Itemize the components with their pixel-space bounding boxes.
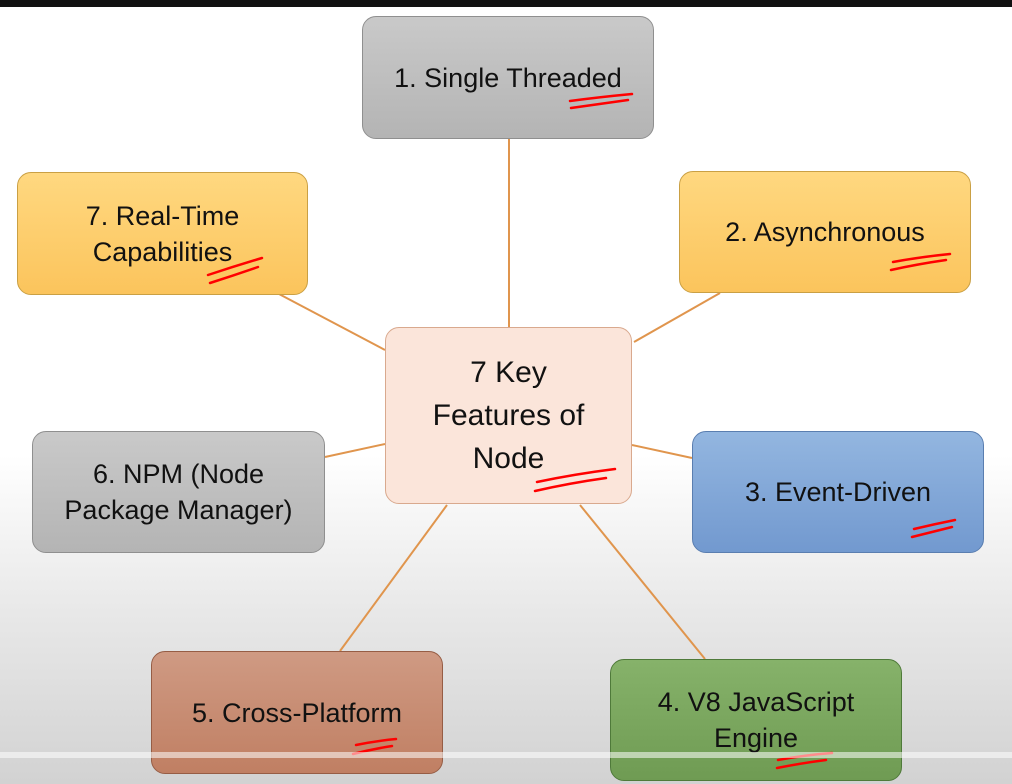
feature-7-label-line-2: Capabilities bbox=[92, 236, 233, 267]
feature-v8-engine: 4. V8 JavaScript Engine bbox=[610, 659, 902, 781]
top-black-bar bbox=[0, 0, 1012, 7]
center-line-1: 7 Key bbox=[470, 356, 547, 389]
feature-5-label: 5. Cross-Platform bbox=[191, 697, 403, 728]
center-node: 7 Key Features of Node bbox=[385, 327, 632, 504]
feature-npm: 6. NPM (Node Package Manager) bbox=[32, 431, 325, 553]
connector-3 bbox=[631, 444, 693, 459]
connector-5 bbox=[339, 504, 448, 652]
connector-7 bbox=[278, 293, 386, 351]
connector-2 bbox=[633, 292, 721, 343]
feature-event-driven: 3. Event-Driven bbox=[692, 431, 984, 553]
feature-6-label-line-2: Package Manager) bbox=[64, 495, 293, 525]
center-line-3: Node bbox=[472, 442, 545, 475]
video-progress-strip bbox=[0, 752, 1012, 758]
connector-4 bbox=[579, 504, 706, 660]
feature-4-label-line-1: 4. V8 JavaScript bbox=[657, 687, 855, 717]
feature-asynchronous: 2. Asynchronous bbox=[679, 171, 971, 293]
feature-1-label: 1. Single Threaded bbox=[394, 62, 622, 93]
feature-4-label-line-2: Engine bbox=[713, 723, 799, 753]
feature-7-label-line-1: 7. Real-Time bbox=[85, 200, 240, 231]
feature-2-label: 2. Asynchronous bbox=[725, 217, 925, 247]
feature-3-label: 3. Event-Driven bbox=[744, 477, 932, 507]
connector-6 bbox=[324, 443, 386, 458]
feature-real-time: 7. Real-Time Capabilities bbox=[17, 172, 308, 295]
center-line-2: Features of bbox=[432, 399, 585, 432]
feature-6-label-line-1: 6. NPM (Node bbox=[92, 459, 265, 489]
feature-single-threaded: 1. Single Threaded bbox=[362, 16, 654, 139]
